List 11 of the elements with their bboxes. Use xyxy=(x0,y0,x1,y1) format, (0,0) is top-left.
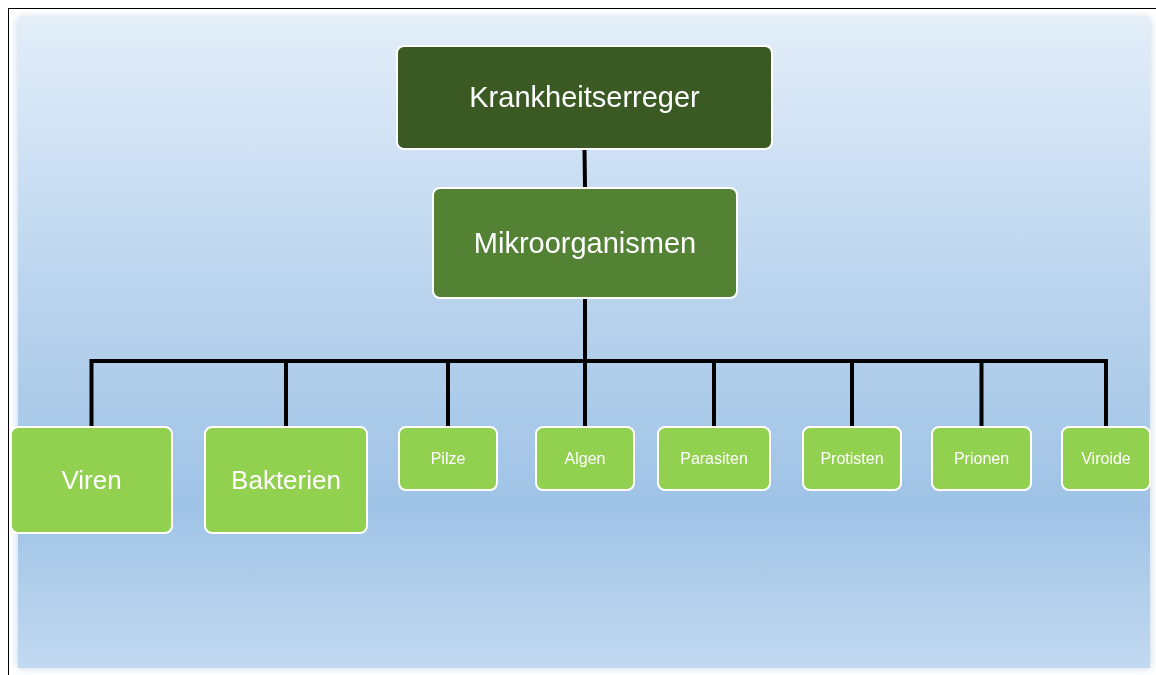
item-box: Protisten xyxy=(802,426,902,491)
item-box: Bakterien xyxy=(204,426,368,534)
item-box: Viroide xyxy=(1061,426,1151,491)
item-box: Viren xyxy=(10,426,173,534)
item-box: Prionen xyxy=(931,426,1032,491)
item-box: Pilze xyxy=(398,426,498,491)
item-box: Algen xyxy=(535,426,635,491)
item-box: Parasiten xyxy=(657,426,771,491)
category-box: Mikroorganismen xyxy=(432,187,738,299)
root-box: Krankheitserreger xyxy=(396,45,773,150)
connector-line xyxy=(582,149,587,188)
